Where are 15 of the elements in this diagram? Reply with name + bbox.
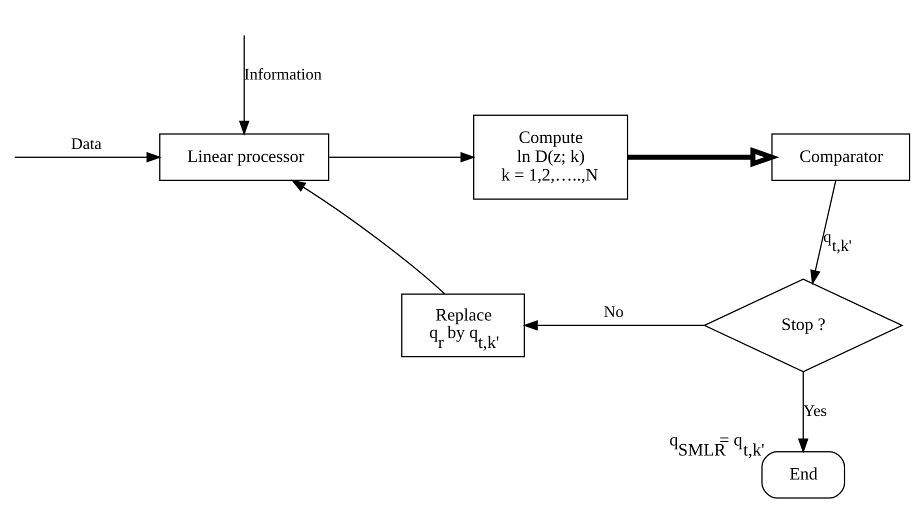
node-diamond: Stop ? [702,278,904,372]
edge-label: No [604,303,624,322]
node-box: End [761,451,846,499]
arrow [238,35,250,136]
node-box: Comparator [771,133,910,181]
node-box: Linear processor [159,133,330,181]
arrow [290,179,446,294]
edge-label: Data [70,134,102,153]
arrow [810,180,836,286]
arrow [798,372,808,454]
node-box: Compute ln D(z; k) k = 1,2,…..,N [473,114,628,200]
arrow [628,147,780,168]
arrow [14,152,162,162]
arrow [329,152,476,162]
arrow [522,320,704,331]
